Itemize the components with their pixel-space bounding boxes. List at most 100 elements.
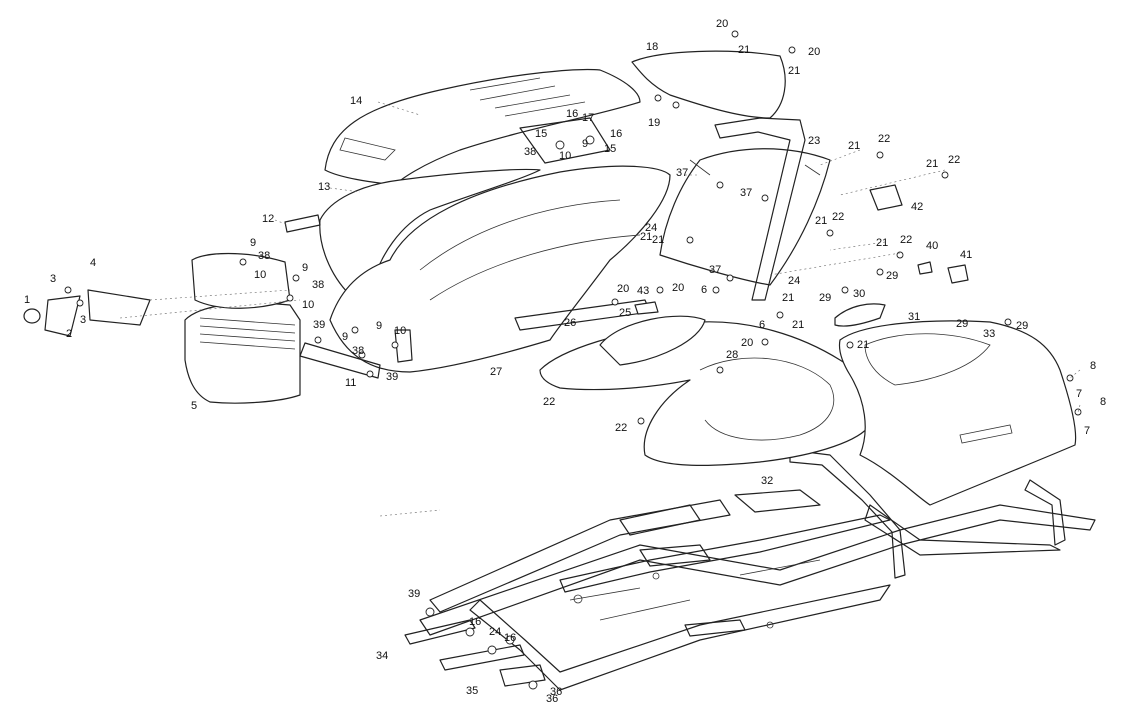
hood-support [519,117,611,164]
part-label: 9 [250,237,256,249]
part-label: 1 [24,294,30,306]
part-label: 9 [582,138,588,150]
part-label: 9 [342,331,348,343]
part-label: 21 [876,237,888,249]
part-label: 38 [352,345,364,357]
part-label: 38 [258,250,270,262]
dash-console [659,117,831,301]
part-label: 37 [740,187,752,199]
part-label: 40 [926,240,938,252]
part-label: 29 [1016,320,1028,332]
part-label: 15 [604,143,616,155]
part-label: 16 [566,108,578,120]
part-label: 6 [701,284,707,296]
part-label: 9 [376,320,382,332]
part-label: 9 [302,262,308,274]
chassis-frame [419,449,1096,691]
part-label: 19 [648,117,660,129]
part-label: 21 [857,339,869,351]
part-label: 10 [254,269,266,281]
part-label: 41 [960,249,972,261]
part-label: 10 [559,150,571,162]
part-label: 39 [386,371,398,383]
front-brackets [404,607,546,690]
part-label: 29 [819,292,831,304]
part-label: 16 [469,616,481,628]
part-label: 6 [759,319,765,331]
part-label: 20 [672,282,684,294]
seat-cover [631,50,786,119]
part-label: 17 [582,112,594,124]
part-label: 20 [741,337,753,349]
hood [324,68,641,186]
part-label: 21 [848,140,860,152]
part-label: 3 [50,273,56,285]
part-label: 8 [1090,360,1096,372]
part-label: 16 [504,632,516,644]
part-label: 21 [792,319,804,331]
part-label: 34 [376,650,388,662]
part-label: 24 [788,275,800,287]
part-label: 38 [524,146,536,158]
part-label: 7 [1084,425,1090,437]
part-label: 22 [543,396,555,408]
small-panels [634,184,969,327]
part-label: 4 [90,257,96,269]
part-label: 20 [716,18,728,30]
part-label: 22 [900,234,912,246]
floor-pan [539,315,873,466]
part-label: 23 [808,135,820,147]
part-label: 25 [619,307,631,319]
part-label: 13 [318,181,330,193]
part-label: 29 [956,318,968,330]
leader-lines [119,101,1081,517]
part-label: 16 [610,128,622,140]
fasteners [239,30,1082,425]
part-label: 10 [394,325,406,337]
part-label: 21 [652,234,664,246]
part-label: 24 [645,222,657,234]
part-label: 24 [489,626,501,638]
part-label: 37 [676,167,688,179]
part-label: 37 [709,264,721,276]
part-label: 22 [615,422,627,434]
part-label: 35 [466,685,478,697]
part-label: 2 [66,328,72,340]
part-label: 43 [637,285,649,297]
part-label: 21 [738,44,750,56]
part-label: 36 [550,686,562,698]
part-label: 32 [761,475,773,487]
part-label: 39 [313,319,325,331]
part-label: 20 [808,46,820,58]
part-label: 21 [782,292,794,304]
part-label: 28 [726,349,738,361]
part-label: 22 [948,154,960,166]
part-label: 21 [788,65,800,77]
part-label: 14 [350,95,362,107]
part-label: 36 [546,693,558,705]
part-label: 11 [345,377,356,389]
part-label: 21 [926,158,938,170]
part-label: 12 [262,213,274,225]
part-label: 8 [1100,396,1106,408]
part-label: 31 [908,311,920,323]
part-label: 33 [983,328,995,340]
rear-fender [838,320,1077,506]
part-label: 21 [815,215,827,227]
part-label: 18 [646,41,658,53]
part-label: 42 [911,201,923,213]
part-label: 21 [640,231,652,243]
part-label: 26 [564,317,576,329]
part-labels: 20 21 18 20 21 14 16 17 19 16 15 15 38 1… [24,18,1106,705]
part-label: 38 [312,279,324,291]
part-label: 3 [80,314,86,326]
part-label: 27 [490,366,502,378]
part-label: 29 [886,270,898,282]
part-label: 5 [191,400,197,412]
part-label: 22 [878,133,890,145]
part-label: 20 [617,283,629,295]
part-label: 39 [408,588,420,600]
part-label: 15 [535,128,547,140]
part-label: 30 [853,288,865,300]
